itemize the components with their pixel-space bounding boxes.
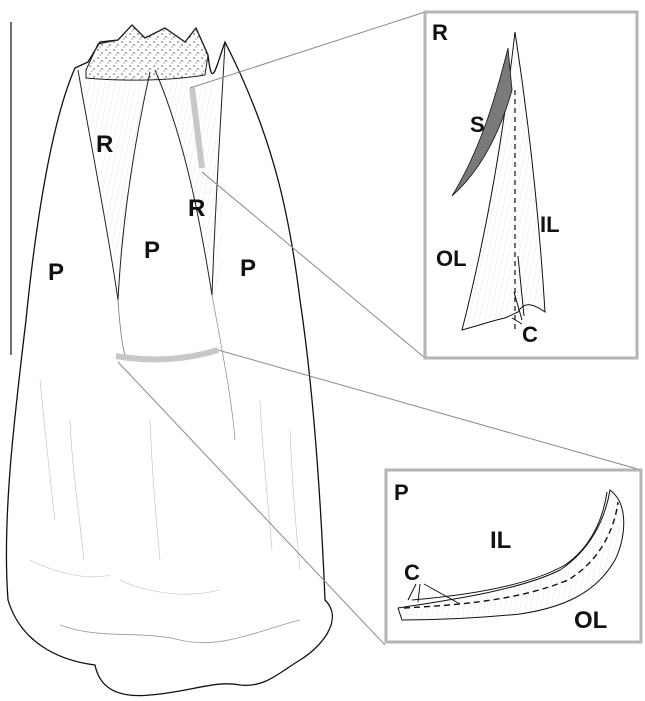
inset-bottom: P IL C OL <box>386 470 641 642</box>
label-P-center: P <box>144 237 160 264</box>
specimen-drawing: R R P P P <box>6 25 332 696</box>
inset-top-label-OL: OL <box>436 246 467 271</box>
inset-top-label-C: C <box>522 322 538 347</box>
label-R-right: R <box>188 195 205 222</box>
label-R-left: R <box>96 131 113 158</box>
label-P-left: P <box>48 259 64 286</box>
inset-top-label-IL: IL <box>540 212 560 237</box>
inset-bottom-label-OL: OL <box>574 607 607 634</box>
root-top-mass <box>86 25 208 80</box>
inset-top-corner-label: R <box>432 20 448 45</box>
inset-top-label-S: S <box>470 112 485 137</box>
inset-bottom-corner-label: P <box>394 480 409 505</box>
label-P-right: P <box>240 255 256 282</box>
inset-bottom-label-C: C <box>404 560 420 585</box>
inset-top: R S IL OL C <box>425 12 637 358</box>
inset-bottom-label-IL: IL <box>490 527 511 554</box>
